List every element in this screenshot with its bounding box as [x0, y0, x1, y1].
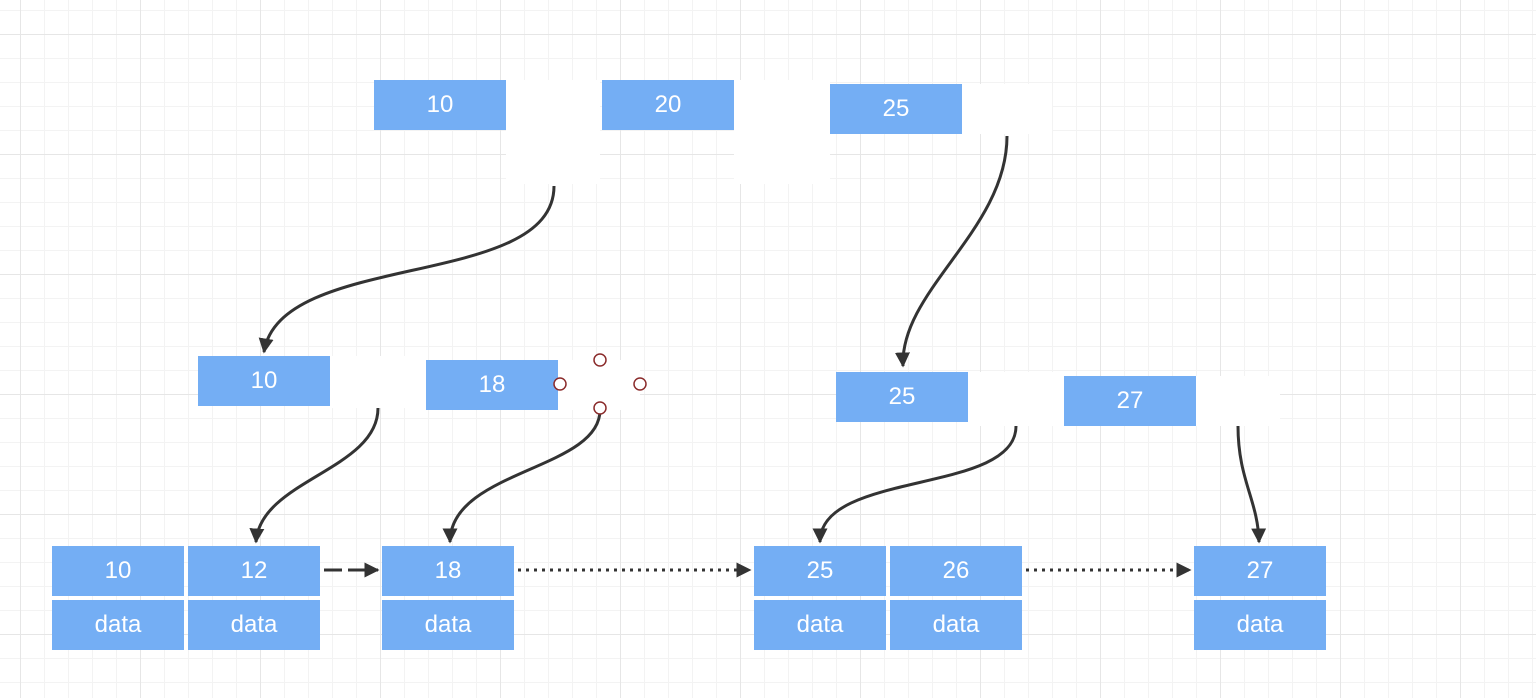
root-key[interactable]: 10: [374, 80, 506, 130]
leaf-data[interactable]: data: [382, 600, 514, 650]
leaf-key[interactable]: 26: [890, 546, 1022, 596]
internal-pointer-cell: [1196, 376, 1280, 426]
root-key[interactable]: 25: [830, 84, 962, 134]
leaf-data[interactable]: data: [754, 600, 886, 650]
root-pointer-cell: [962, 84, 1052, 134]
pointer-arrow[interactable]: [812, 425, 1018, 544]
internal-pointer-cell: [330, 356, 426, 408]
root-pointer-cell: [734, 80, 830, 184]
internal-pointer-cell: [968, 372, 1064, 426]
leaf-key[interactable]: 12: [188, 546, 320, 596]
leaf-data[interactable]: data: [890, 600, 1022, 650]
pointer-arrow[interactable]: [258, 185, 556, 354]
internal-key[interactable]: 25: [836, 372, 968, 422]
leaf-key[interactable]: 25: [754, 546, 886, 596]
pointer-arrow[interactable]: [894, 135, 1009, 368]
pointer-arrow[interactable]: [442, 409, 602, 544]
connection-handle[interactable]: [593, 401, 607, 415]
internal-key[interactable]: 10: [198, 356, 330, 406]
root-key[interactable]: 20: [602, 80, 734, 130]
root-pointer-cell: [506, 80, 600, 184]
leaf-data[interactable]: data: [1194, 600, 1326, 650]
leaf-key[interactable]: 18: [382, 546, 514, 596]
connection-handle[interactable]: [633, 377, 647, 391]
internal-key[interactable]: 27: [1064, 376, 1196, 426]
leaf-key[interactable]: 27: [1194, 546, 1326, 596]
connection-handle[interactable]: [553, 377, 567, 391]
leaf-key[interactable]: 10: [52, 546, 184, 596]
pointer-arrow[interactable]: [1236, 425, 1267, 544]
pointer-arrow[interactable]: [249, 407, 380, 544]
connection-handle[interactable]: [593, 353, 607, 367]
leaf-data[interactable]: data: [188, 600, 320, 650]
leaf-data[interactable]: data: [52, 600, 184, 650]
internal-key[interactable]: 18: [426, 360, 558, 410]
